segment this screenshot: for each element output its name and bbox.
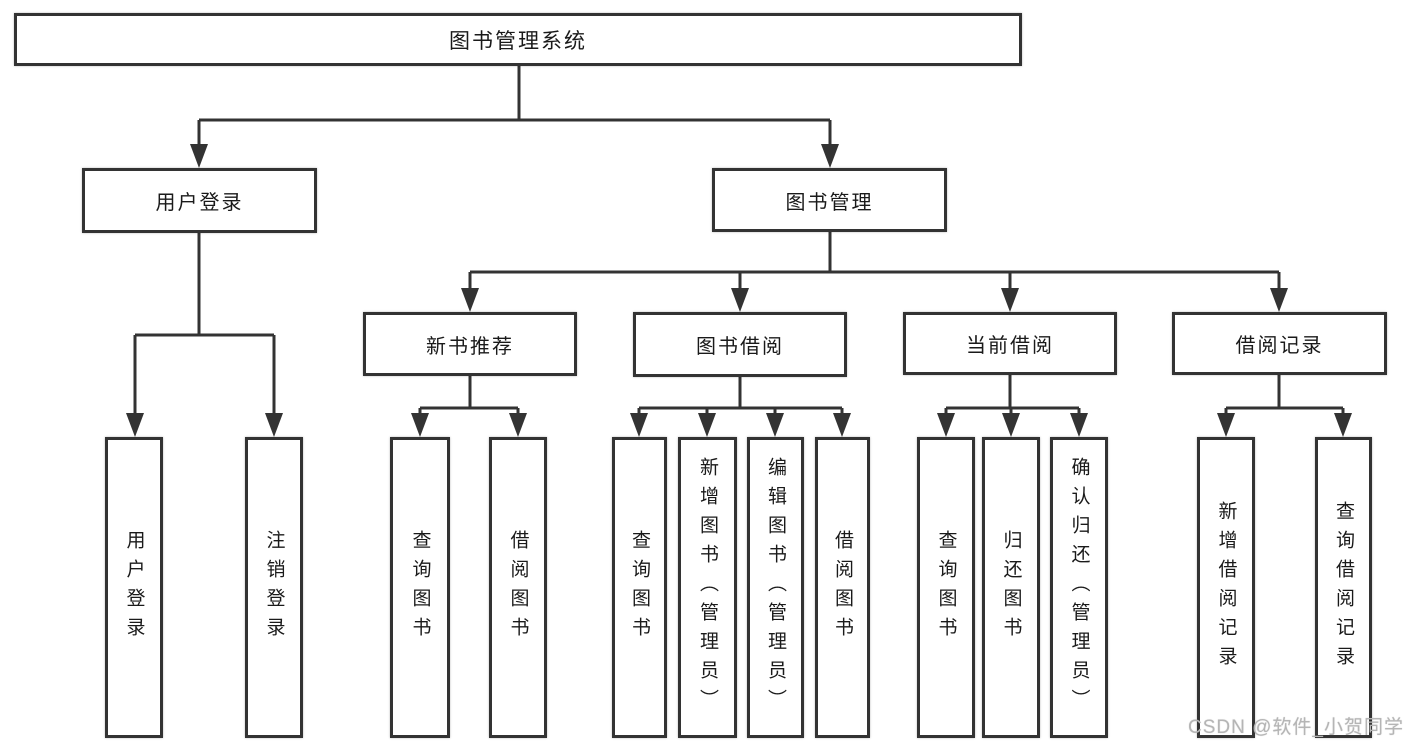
node-library-management-system: 图书管理系统: [14, 13, 1022, 66]
node-new-book-recommend: 新书推荐: [363, 312, 577, 376]
arrow-icon: [461, 288, 479, 312]
leaf-return-books: 归还图书: [982, 437, 1040, 738]
node-user-login-branch: 用户登录: [82, 168, 317, 233]
node-label: 新书推荐: [426, 335, 514, 358]
node-label: 当前借阅: [966, 335, 1054, 357]
arrow-icon: [766, 413, 784, 437]
node-label: 查询借阅记录: [1333, 500, 1354, 675]
arrow-icon: [1270, 288, 1288, 312]
node-label: 借阅图书: [832, 529, 853, 646]
leaf-query-borrow-record: 查询借阅记录: [1315, 437, 1372, 738]
arrow-icon: [1070, 413, 1088, 437]
leaf-query-books-current: 查询图书: [917, 437, 975, 738]
csdn-watermark: CSDN @软件_小贺同学: [1188, 717, 1404, 738]
leaf-borrow-books-recommend: 借阅图书: [489, 437, 547, 738]
leaf-add-borrow-record: 新增借阅记录: [1197, 437, 1255, 738]
leaf-edit-books-admin: 编辑图书（管理员）: [747, 437, 804, 738]
leaf-query-books-recommend: 查询图书: [390, 437, 450, 738]
arrow-icon: [821, 144, 839, 168]
arrow-icon: [265, 413, 283, 437]
node-label: 确认归还（管理员）: [1068, 457, 1090, 718]
node-book-management: 图书管理: [712, 168, 947, 232]
node-label: 借阅图书: [507, 529, 529, 646]
arrow-icon: [190, 144, 208, 168]
arrow-icon: [937, 413, 955, 437]
node-label: 借阅记录: [1235, 335, 1324, 357]
arrow-icon: [731, 288, 749, 312]
node-label: 归还图书: [1000, 529, 1022, 646]
arrow-icon: [411, 413, 429, 437]
arrow-icon: [1002, 413, 1020, 437]
node-borrow-records: 借阅记录: [1172, 312, 1387, 375]
arrowheads: [126, 144, 1352, 437]
node-label: 编辑图书（管理员）: [765, 457, 786, 718]
node-label: 新增图书（管理员）: [697, 457, 718, 718]
arrow-icon: [630, 413, 648, 437]
leaf-borrow-books-borrowing: 借阅图书: [815, 437, 870, 738]
arrow-icon: [1334, 413, 1352, 437]
node-label: 用户登录: [155, 192, 244, 214]
leaf-confirm-return-admin: 确认归还（管理员）: [1050, 437, 1108, 738]
leaf-query-books-borrowing: 查询图书: [612, 437, 667, 738]
leaf-add-books-admin: 新增图书（管理员）: [678, 437, 737, 738]
leaf-user-login: 用户登录: [105, 437, 163, 738]
tree-edges: [133, 66, 1345, 415]
node-label: 图书借阅: [696, 336, 784, 358]
node-current-borrowing: 当前借阅: [903, 312, 1117, 375]
arrow-icon: [1217, 413, 1235, 437]
arrow-icon: [698, 413, 716, 437]
arrow-icon: [1001, 288, 1019, 312]
node-label: 查询图书: [935, 529, 957, 646]
node-label: 图书管理: [785, 191, 874, 214]
node-label: 查询图书: [629, 529, 650, 646]
node-label: 用户登录: [123, 529, 145, 646]
node-label: 新增借阅记录: [1215, 500, 1237, 675]
arrow-icon: [509, 413, 527, 437]
leaf-logout-login: 注销登录: [245, 437, 303, 738]
node-book-borrowing: 图书借阅: [633, 312, 847, 377]
arrow-icon: [833, 413, 851, 437]
node-label: 图书管理系统: [449, 29, 587, 53]
node-label: 注销登录: [263, 529, 285, 646]
arrow-icon: [126, 413, 144, 437]
node-label: 查询图书: [409, 529, 431, 646]
